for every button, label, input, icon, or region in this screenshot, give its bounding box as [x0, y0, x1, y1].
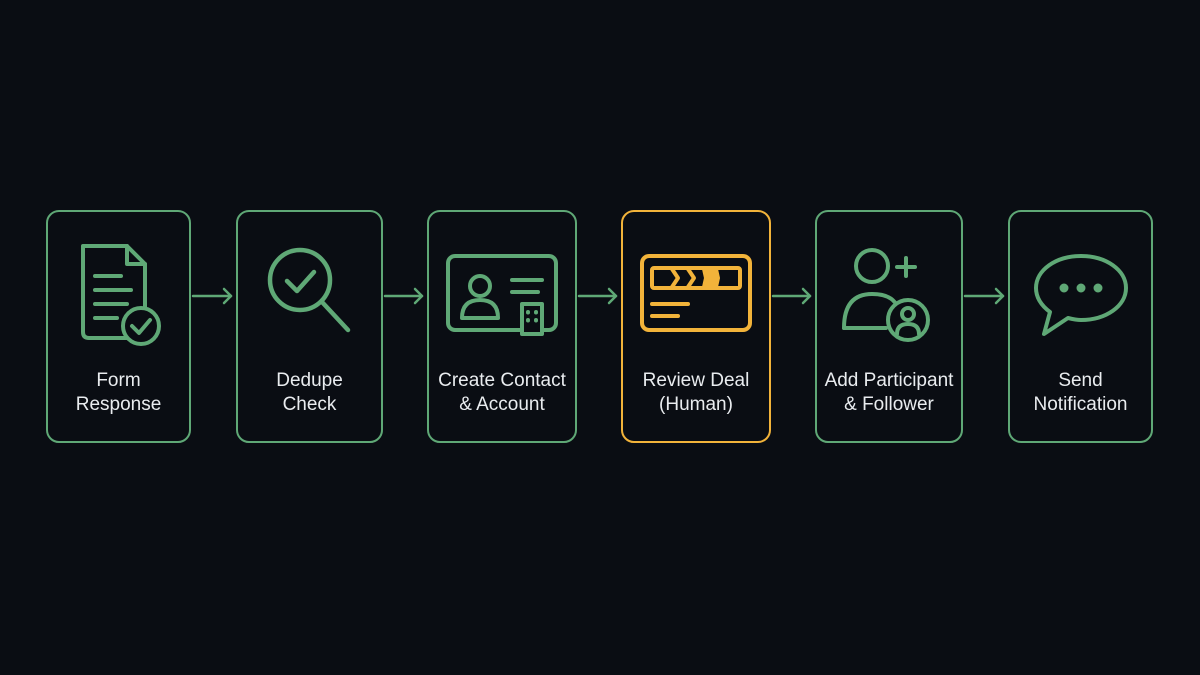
step-label: Form Response — [75, 370, 162, 415]
arrow-right-icon — [191, 287, 233, 305]
step-dedupe-check: Dedupe Check — [236, 210, 383, 443]
step-label: Dedupe Check — [276, 370, 343, 415]
step-send-notification: Send Notification — [1008, 210, 1153, 443]
form-document-check-icon — [48, 242, 189, 352]
contact-card-building-icon — [429, 242, 575, 352]
deal-review-card-icon — [623, 242, 769, 352]
step-label: Create Contact & Account — [438, 370, 566, 415]
step-label: Review Deal (Human) — [642, 370, 750, 415]
add-user-icon — [817, 242, 961, 352]
arrow-right-icon — [577, 287, 618, 305]
arrow-right-icon — [963, 287, 1005, 305]
arrow-right-icon — [383, 287, 424, 305]
step-add-participant-follower: Add Participant & Follower — [815, 210, 963, 443]
step-review-deal: Review Deal (Human) — [621, 210, 771, 443]
step-label: Send Notification — [1033, 370, 1128, 415]
step-label: Add Participant & Follower — [824, 370, 954, 415]
arrow-right-icon — [771, 287, 812, 305]
chat-bubble-icon — [1010, 242, 1151, 352]
magnifier-check-icon — [238, 242, 381, 352]
step-create-contact-account: Create Contact & Account — [427, 210, 577, 443]
step-form-response: Form Response — [46, 210, 191, 443]
